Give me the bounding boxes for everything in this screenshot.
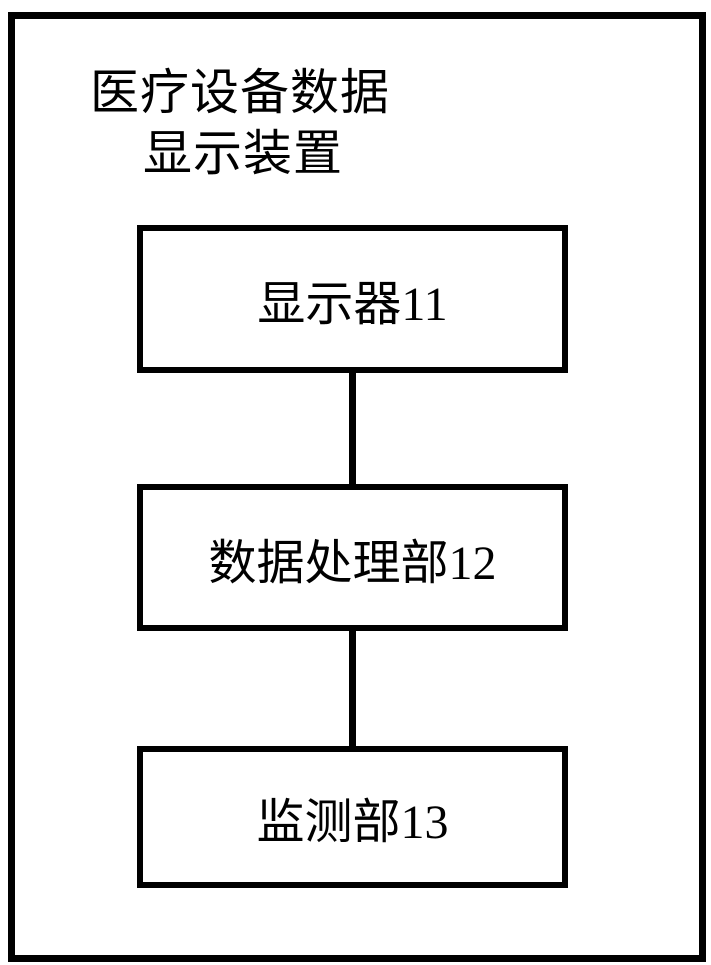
box-display-label: 显示器11 — [257, 278, 448, 331]
box-monitor: 监测部13 — [137, 746, 568, 888]
connector-processor-to-monitor — [349, 629, 356, 748]
box-display: 显示器11 — [137, 225, 568, 373]
box-data-processor: 数据处理部12 — [137, 484, 568, 631]
diagram-title-line1: 医疗设备数据 — [90, 65, 391, 120]
box-monitor-label: 监测部13 — [256, 796, 449, 849]
connector-display-to-processor — [349, 371, 356, 486]
diagram-title-line2: 显示装置 — [143, 126, 344, 181]
diagram-title: 医疗设备数据 显示装置 — [90, 62, 390, 184]
box-data-processor-label: 数据处理部12 — [208, 536, 497, 590]
